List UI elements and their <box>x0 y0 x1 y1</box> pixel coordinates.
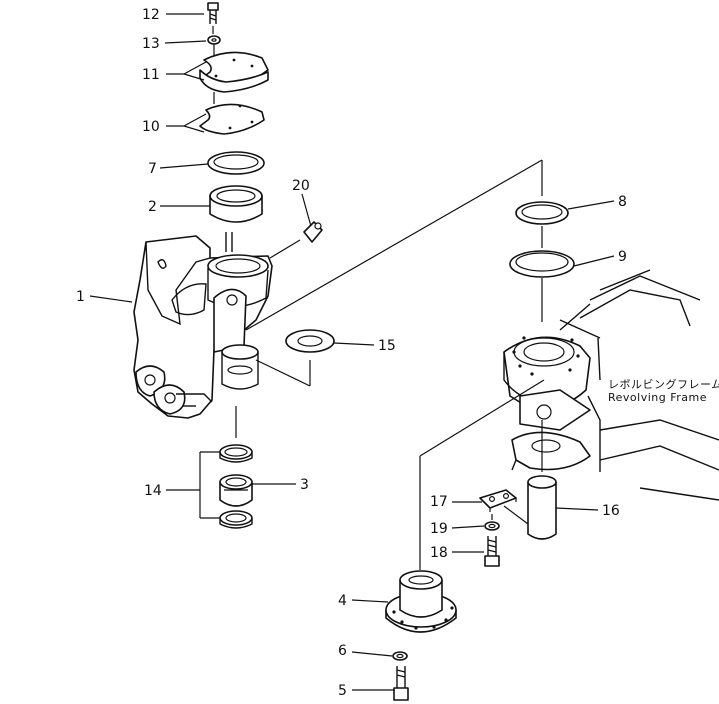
lock-plate-17 <box>479 489 517 512</box>
grease-fitting-20 <box>301 193 323 243</box>
bearing-lower-14 <box>219 510 253 529</box>
label-8: 8 <box>618 194 627 210</box>
bracket-1 <box>133 232 273 419</box>
label-7: 7 <box>148 161 157 177</box>
pin-16 <box>527 475 557 540</box>
washer-6 <box>392 651 408 661</box>
seal-ring-7 <box>207 151 265 175</box>
label-14: 14 <box>144 483 162 499</box>
bolt-5 <box>393 666 409 701</box>
thrust-washer-15 <box>285 329 335 353</box>
label-6: 6 <box>338 643 347 659</box>
washer-13 <box>207 35 221 45</box>
label-19: 19 <box>430 521 448 537</box>
label-12: 12 <box>142 7 160 23</box>
revolving-frame <box>503 269 719 501</box>
label-10: 10 <box>142 119 160 135</box>
label-16: 16 <box>602 503 620 519</box>
label-17: 17 <box>430 494 448 510</box>
assembly-lines <box>212 26 545 570</box>
label-20: 20 <box>292 178 310 194</box>
leader-lines <box>89 13 615 691</box>
label-4: 4 <box>338 593 347 609</box>
label-13: 13 <box>142 36 160 52</box>
label-5: 5 <box>338 683 347 699</box>
label-9: 9 <box>618 249 627 265</box>
bearing-upper-14 <box>219 444 253 463</box>
cap-4 <box>385 570 457 633</box>
ring-9 <box>509 250 575 278</box>
shim-11 <box>199 51 269 93</box>
bolt-18 <box>484 536 500 567</box>
label-2: 2 <box>148 199 157 215</box>
label-1: 1 <box>76 289 85 305</box>
frame-caption-japanese: レボルビングフレーム <box>608 377 719 391</box>
washer-19 <box>484 521 500 531</box>
seal-ring-8 <box>515 201 569 225</box>
label-15: 15 <box>378 338 396 354</box>
frame-caption-english: Revolving Frame <box>608 391 707 404</box>
label-11: 11 <box>142 67 160 83</box>
label-18: 18 <box>430 545 448 561</box>
shim-10 <box>199 103 265 135</box>
spacer-3 <box>219 474 253 507</box>
bushing-2 <box>209 185 263 223</box>
bolt-12 <box>207 2 219 24</box>
label-3: 3 <box>300 477 309 493</box>
